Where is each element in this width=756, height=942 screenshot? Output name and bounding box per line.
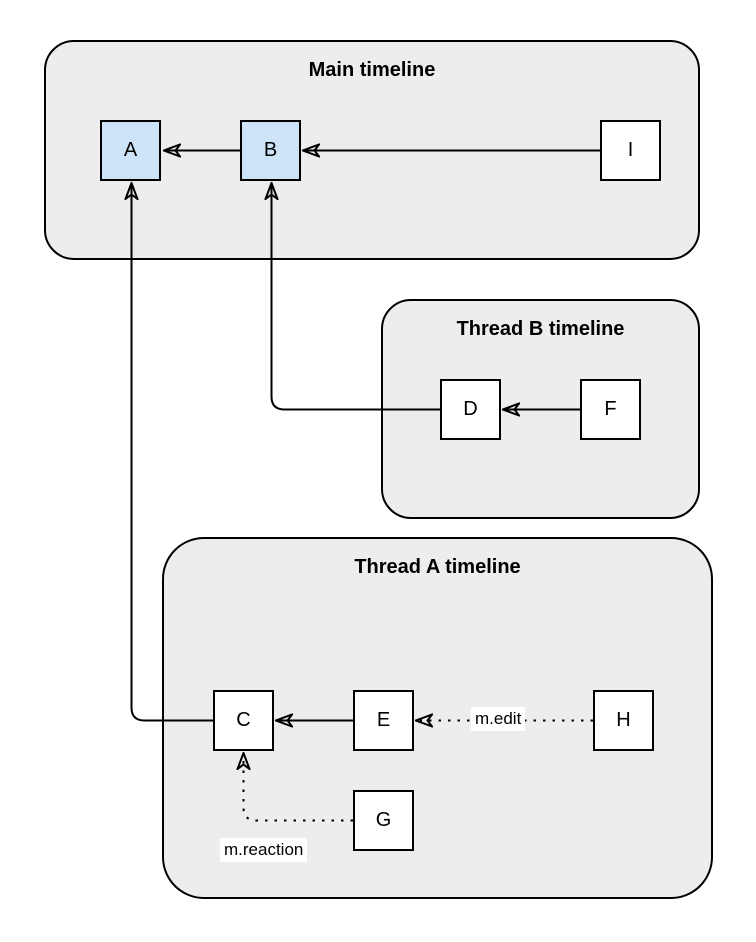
container-thread-b-timeline: Thread B timeline xyxy=(381,299,700,519)
node-b: B xyxy=(240,120,301,181)
node-f-label: F xyxy=(604,398,617,420)
edge-label-m-reaction: m.reaction xyxy=(220,838,308,862)
node-d-label: D xyxy=(463,398,478,420)
node-c-label: C xyxy=(236,709,251,731)
node-c: C xyxy=(213,690,274,751)
node-i: I xyxy=(600,120,661,181)
node-h-label: H xyxy=(616,709,631,731)
node-h: H xyxy=(593,690,654,751)
node-i-label: I xyxy=(627,139,634,161)
node-g: G xyxy=(353,790,414,851)
node-e: E xyxy=(353,690,414,751)
node-a: A xyxy=(100,120,161,181)
node-f: F xyxy=(580,379,641,440)
node-e-label: E xyxy=(376,709,391,731)
edge-label-m-edit: m.edit xyxy=(471,707,526,731)
node-b-label: B xyxy=(263,139,278,161)
node-d: D xyxy=(440,379,501,440)
thread-a-timeline-title: Thread A timeline xyxy=(354,556,521,578)
node-g-label: G xyxy=(375,809,392,831)
node-a-label: A xyxy=(123,139,138,161)
thread-b-timeline-title: Thread B timeline xyxy=(456,318,625,340)
main-timeline-title: Main timeline xyxy=(308,59,436,81)
